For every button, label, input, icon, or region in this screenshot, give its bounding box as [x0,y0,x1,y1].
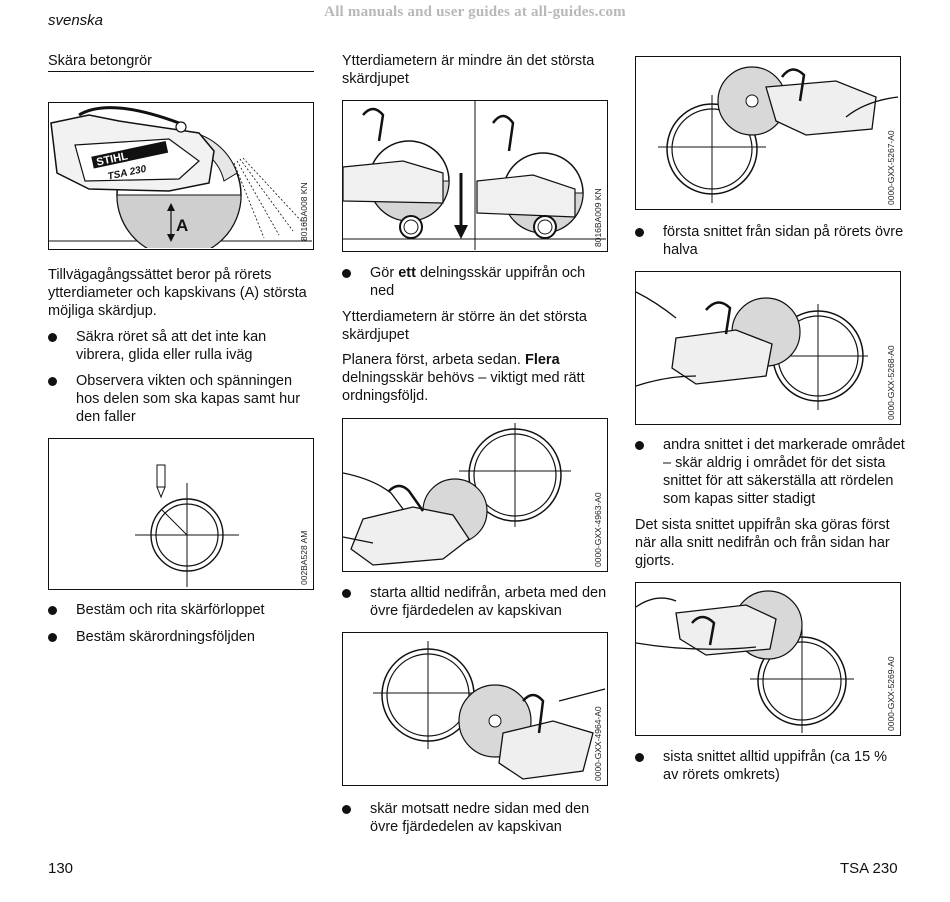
bullet-icon [635,441,644,450]
model-name: TSA 230 [840,860,898,877]
figure-single-cut-top-down: 8016BA009 KN [342,100,608,252]
figure-code: 0000-GXX-4963-A0 [593,492,603,567]
figure-code: 0000-GXX-5269-A0 [886,656,896,731]
bullet-icon [342,589,351,598]
bullet-icon [342,805,351,814]
figure-code: 0000-GXX-5267-A0 [886,130,896,205]
paragraph: Planera först, arbeta sedan. Flera delni… [342,351,612,405]
list-item-text: Bestäm skärordningsföljden [76,629,255,645]
figure-code: 8016BA009 KN [593,188,603,247]
watermark: All manuals and user guides at all-guide… [324,4,626,20]
text-run: delningsskär behövs – viktigt med rätt o… [342,370,585,404]
text-run: Gör [370,265,399,281]
language-label: svenska [48,12,104,29]
emphasis-text: ett [398,265,416,281]
figure-last-cut-top: 0000-GXX-5269-A0 [635,582,901,736]
list-item-text: Gör ett delningsskär uppifrån och ned [370,264,612,300]
list-item: Bestäm skärordningsföljden [48,628,316,646]
section-title-rule [48,71,314,72]
bullet-icon [635,228,644,237]
text-run: delningsskär uppifrån och ned [370,265,586,299]
figure-mark-cutting-line: 002BA528 AM [48,438,314,590]
figure-saw-cutting-depth: STIHL TSA 230 A 8016BA008 KN [48,102,314,250]
bullet-icon [342,269,351,278]
subsection-title: Ytterdiametern är större än det största … [342,309,587,343]
page-number: 130 [48,860,74,877]
list-item: Säkra röret så att det inte kan vibrera,… [48,328,316,364]
figure-opposite-lower-side: 0000-GXX-4964-A0 [342,632,608,786]
figure-code: 0000-GXX-4964-A0 [593,706,603,781]
figure-start-from-bottom: 0000-GXX-4963-A0 [342,418,608,572]
list-item-text: Bestäm och rita skärförloppet [76,602,265,618]
list-item: skär motsatt nedre sidan med den övre fj… [342,800,612,836]
list-item: andra snittet i det markerade området – … [635,436,905,508]
list-item-text: starta alltid nedifrån, arbeta med den ö… [370,585,607,619]
figure-code: 0000-GXX-5268-A0 [886,345,896,420]
bullet-icon [48,606,57,615]
emphasis-text: Flera [524,352,560,368]
figure-first-side-cut: 0000-GXX-5267-A0 [635,56,901,210]
bullet-icon [48,377,57,386]
list-item-text: Säkra röret så att det inte kan vibrera,… [76,329,267,363]
list-item: Bestäm och rita skärförloppet [48,601,316,619]
intro-text: Tillvägagångssättet beror på rörets ytte… [48,267,307,319]
figure-second-cut: 0000-GXX-5268-A0 [635,271,901,425]
dimension-label-a: A [176,216,188,235]
bullet-icon [48,633,57,642]
list-item-text: sista snittet alltid uppifrån (ca 15 % a… [663,749,888,783]
subsection-title: Ytterdiametern är mindre än det största … [342,53,595,87]
section-title: Skära betongrör [48,53,152,69]
list-item: sista snittet alltid uppifrån (ca 15 % a… [635,748,905,784]
list-item-text: skär motsatt nedre sidan med den övre fj… [370,801,590,835]
list-item-text: första snittet från sidan på rörets övre… [663,224,904,258]
bullet-icon [48,333,57,342]
list-item: Gör ett delningsskär uppifrån och ned [342,264,612,300]
figure-code: 002BA528 AM [299,530,309,585]
list-item: första snittet från sidan på rörets övre… [635,223,905,259]
list-item-text: Observera vikten och spänningen hos dele… [76,373,301,425]
paragraph: Det sista snittet uppifrån ska göras för… [635,517,890,569]
list-item-text: andra snittet i det markerade området – … [663,437,905,507]
text-run: Planera först, arbeta sedan. [342,352,525,368]
list-item: Observera vikten och spänningen hos dele… [48,372,316,426]
figure-code: 8016BA008 KN [299,182,309,241]
bullet-icon [635,753,644,762]
list-item: starta alltid nedifrån, arbeta med den ö… [342,584,612,620]
